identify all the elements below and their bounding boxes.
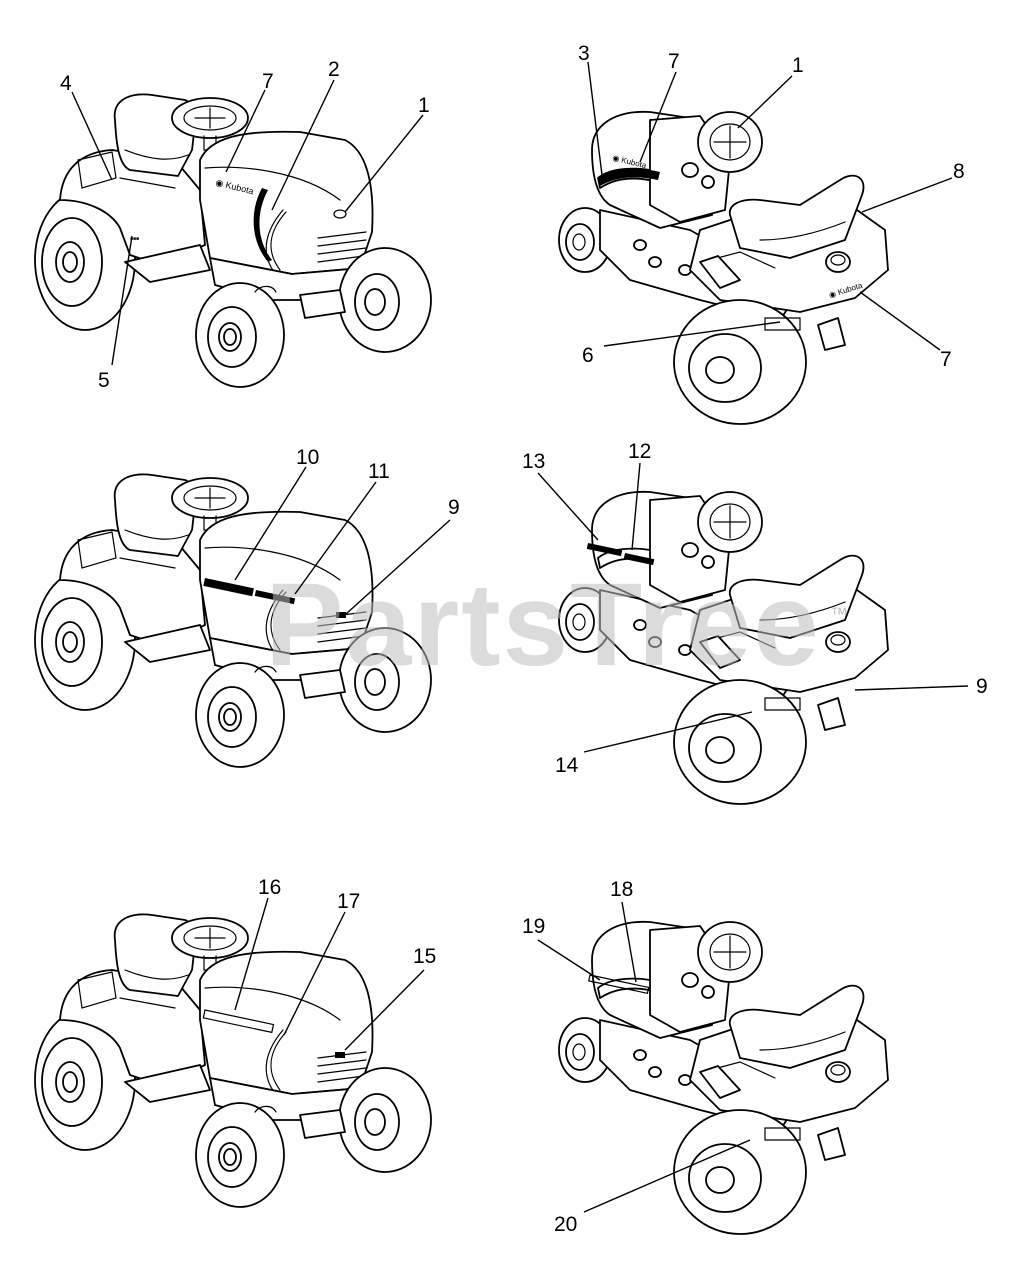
view-rear-right-3 [558,920,889,1235]
callout-number: 3 [578,42,590,65]
callout-number: 9 [448,496,460,519]
callout-number: 8 [953,160,965,183]
callout-number: 9 [976,675,988,698]
svg-text:■■■: ■■■ [130,236,139,242]
view-rear-right-1: ◉ Kubota ◉ Kubota [558,110,889,425]
callout-number: 5 [98,369,110,392]
view-rear-right-2 [558,490,889,805]
callout-number: 2 [328,58,340,81]
callout-number: 7 [940,348,952,371]
callout-number: 17 [337,890,360,913]
view-front-left-3 [34,913,432,1208]
view-front-left-1: ◉ Kubota ■■■ [34,93,432,388]
callout-number: 6 [582,344,594,367]
leader-lines [71,61,969,1213]
svg-text:PartsTree: PartsTree [265,559,821,691]
callout-number: 13 [522,450,545,473]
callout-number: 7 [262,70,274,93]
callout-number: 14 [555,754,579,777]
callout-number: 19 [522,915,545,938]
callout-number: 1 [418,94,430,117]
partstree-watermark: PartsTree ™ [265,559,848,691]
callout-number: 16 [258,876,281,899]
callout-number: 10 [296,446,319,469]
callout-number: 18 [610,878,633,901]
callout-labels: 4 7 2 1 5 3 7 1 8 6 7 10 11 9 13 12 9 14… [60,42,988,1236]
view-front-left-2 [34,473,432,768]
svg-text:™: ™ [830,604,848,624]
callout-number: 4 [60,72,72,95]
callout-number: 1 [792,54,804,77]
callout-number: 15 [413,945,436,968]
callout-number: 20 [554,1213,577,1236]
callout-number: 12 [628,440,651,463]
callout-number: 7 [668,50,680,73]
callout-number: 11 [368,460,390,483]
